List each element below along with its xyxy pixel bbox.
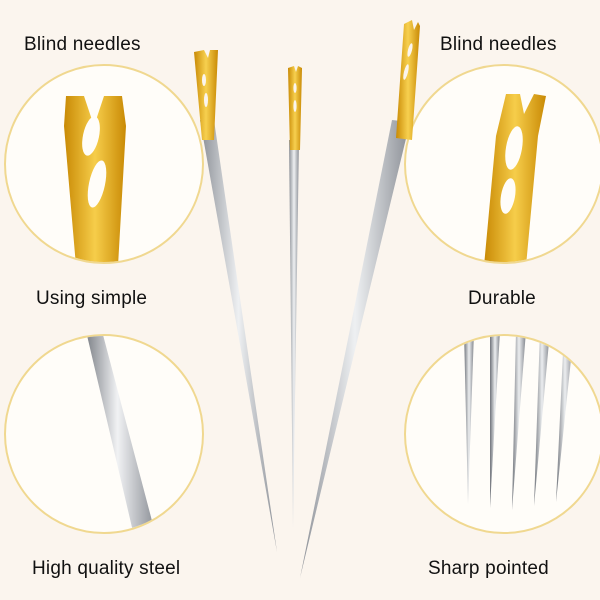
needle-eye-illustration <box>64 96 126 262</box>
sharp-points-illustration <box>464 336 574 510</box>
needle-right <box>300 20 420 578</box>
label-blind-needles-left: Blind needles <box>24 34 141 55</box>
steel-shaft-closeup <box>4 334 204 534</box>
steel-shaft-illustration <box>87 336 155 532</box>
label-high-quality-steel: High quality steel <box>32 558 181 579</box>
needle-left <box>194 50 277 552</box>
label-using-simple: Using simple <box>36 288 148 309</box>
needle-eye-closeup-left <box>4 64 204 264</box>
needle-eye-closeup-right <box>404 64 600 264</box>
needle-eye-illustration <box>484 94 546 262</box>
needle-middle <box>288 66 302 528</box>
label-blind-needles-right: Blind needles <box>440 34 557 55</box>
label-sharp-pointed: Sharp pointed <box>428 558 549 579</box>
label-durable: Durable <box>468 288 536 309</box>
sharp-points-closeup <box>404 334 600 534</box>
